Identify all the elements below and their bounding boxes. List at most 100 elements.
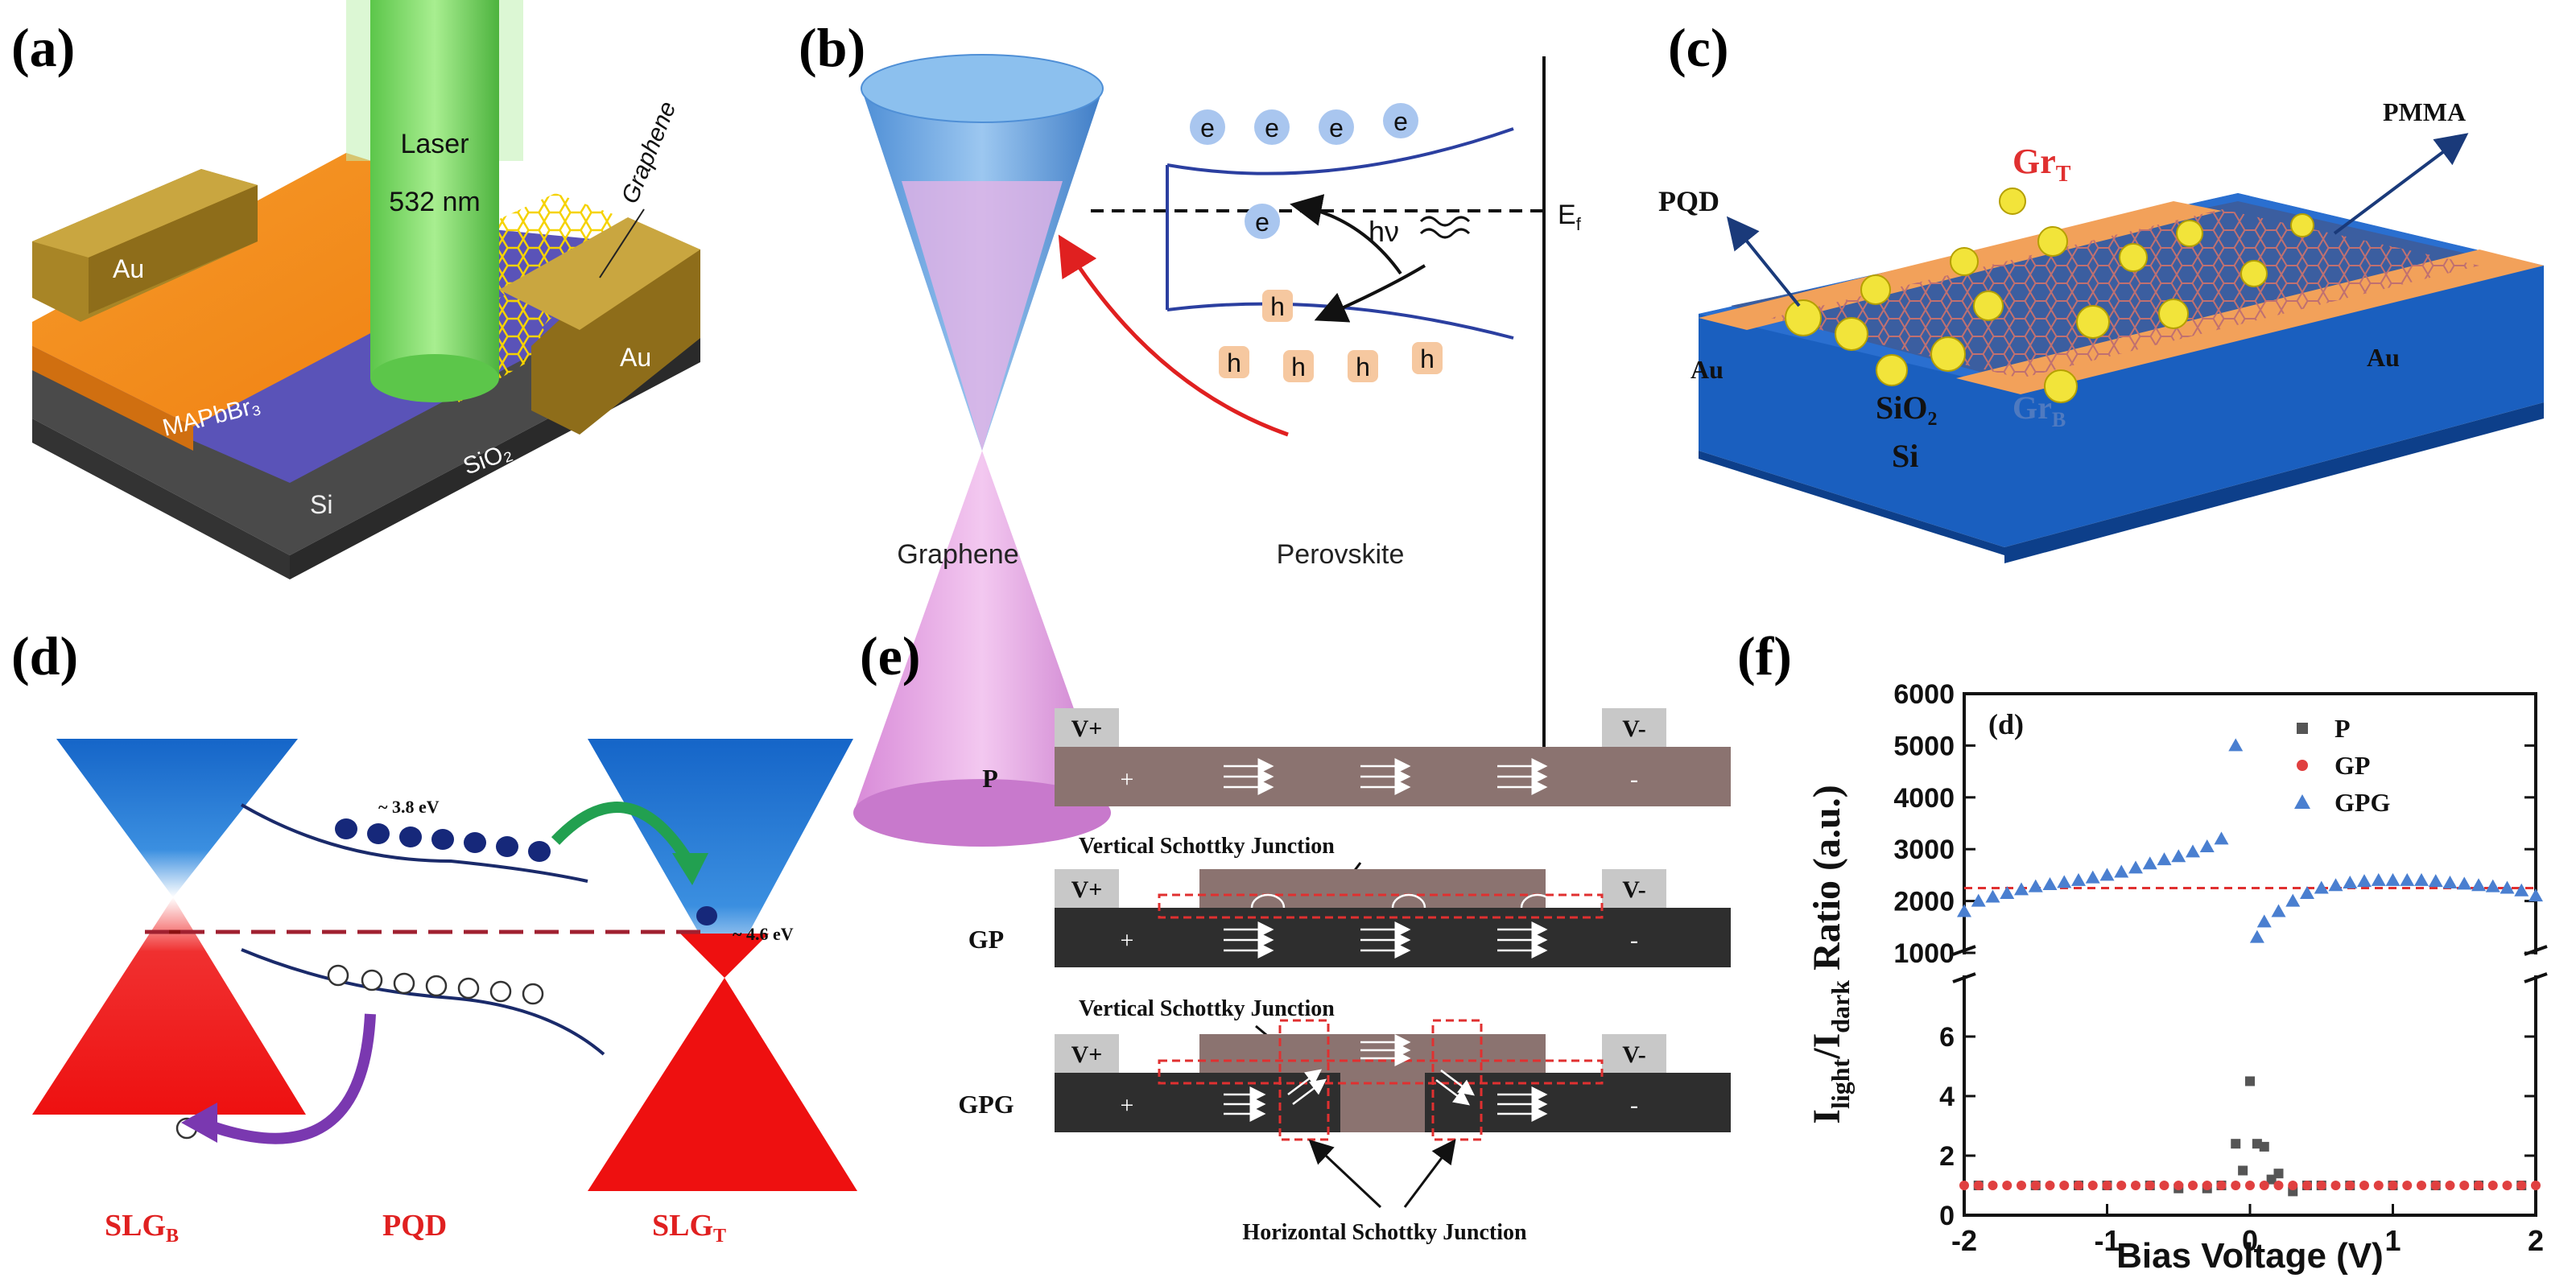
- v-minus-label: V-: [1622, 715, 1645, 742]
- data-point-gpg: [2171, 849, 2186, 863]
- v-plus-label: V+: [1071, 876, 1103, 903]
- row-gp-label: GP: [968, 925, 1004, 954]
- data-point-gpg: [2028, 879, 2043, 892]
- legend-marker: [2297, 723, 2308, 734]
- pqd-holes: [175, 964, 544, 1140]
- data-point-gp: [2474, 1181, 2483, 1190]
- electron: e: [1393, 107, 1408, 136]
- electron: e: [1265, 113, 1279, 142]
- y-tick-label: 2: [1939, 1141, 1955, 1172]
- grt-label: GrT: [2013, 142, 2071, 187]
- pqd-lumo-curve: [240, 803, 588, 883]
- data-point-gpg: [2385, 872, 2401, 886]
- data-point-gp: [2402, 1181, 2413, 1190]
- data-point-gp: [2245, 1181, 2255, 1190]
- graphene-label: Graphene: [617, 98, 682, 208]
- data-point-p: [2238, 1165, 2248, 1176]
- data-point-gp: [2345, 1181, 2355, 1190]
- data-point-gp: [2516, 1181, 2527, 1190]
- sio2-label: SiO₂: [1876, 390, 1937, 426]
- panel-c: (c) PQD GrT PMMA Au Au SiO₂ GrB Si: [1658, 17, 2544, 563]
- panel-b-label: (b): [799, 17, 865, 78]
- data-point-gp: [2017, 1181, 2026, 1190]
- hole: h: [1356, 352, 1370, 381]
- data-point-gpg: [2357, 874, 2372, 888]
- data-point-gp: [2074, 1181, 2083, 1190]
- data-point-gp: [2131, 1181, 2140, 1190]
- slgb-label: SLGB: [105, 1209, 179, 1247]
- data-point-gpg: [2057, 875, 2072, 888]
- data-point-gpg: [2328, 878, 2343, 892]
- electron: e: [1200, 113, 1215, 142]
- y-tick-label: 2000: [1893, 887, 1955, 917]
- data-point-gp: [2459, 1181, 2470, 1190]
- current-arrows: [1224, 758, 1548, 795]
- data-point-gpg: [2186, 844, 2200, 858]
- panel-f-label: (f): [1737, 625, 1792, 686]
- data-point-gp: [2302, 1181, 2312, 1190]
- x-tick-label: -2: [1951, 1224, 1977, 1257]
- data-point-gp: [2188, 1181, 2198, 1190]
- data-point-gpg: [2314, 880, 2329, 894]
- graphene-lower-cone: [853, 451, 1111, 813]
- slgt-lower-cone: [588, 978, 857, 1191]
- data-point-gp: [2445, 1181, 2455, 1190]
- legend-label: P: [2334, 714, 2351, 743]
- slgb-upper-cone: [56, 739, 298, 897]
- y-tick-label: 5000: [1893, 731, 1955, 761]
- electron: e: [1255, 208, 1269, 237]
- data-point-gpg: [2400, 872, 2415, 886]
- electron-transfer-arrow: [551, 802, 693, 864]
- row-p-label: P: [982, 764, 998, 793]
- au-left-label: Au: [113, 254, 144, 283]
- photon-wave: [1419, 216, 1471, 227]
- data-point-gpg: [2471, 878, 2486, 892]
- x-tick-label: 0: [2242, 1224, 2258, 1257]
- data-point-gpg: [2000, 885, 2015, 899]
- data-point-gp: [2045, 1181, 2055, 1190]
- data-point-gpg: [2343, 876, 2358, 889]
- data-point-gp: [2002, 1181, 2013, 1190]
- data-point-gp: [2359, 1181, 2369, 1190]
- data-point-gp: [2259, 1181, 2269, 1190]
- data-point-gpg: [2514, 883, 2529, 897]
- electron: e: [1329, 113, 1344, 142]
- v-minus-label: V-: [1622, 876, 1645, 903]
- data-point-gp: [2417, 1181, 2426, 1190]
- y-tick-label: 3000: [1893, 835, 1955, 865]
- data-point-gp: [2087, 1181, 2098, 1190]
- data-point-gp: [2116, 1181, 2127, 1190]
- legend-label: GP: [2334, 751, 2370, 780]
- panel-a-label: (a): [11, 17, 75, 78]
- hole: h: [1291, 352, 1306, 381]
- device-row-p: V+ V- + - P: [982, 708, 1731, 806]
- panel-a: (a) Laser 532 nm Graphene Au Au MAPbBr₃ …: [11, 0, 700, 579]
- minus-sign: -: [1630, 1092, 1638, 1119]
- data-point-gp: [2273, 1181, 2284, 1190]
- slgt-label: SLGT: [652, 1209, 726, 1247]
- vertical-junction-label: Vertical Schottky Junction: [1079, 834, 1335, 859]
- conduction-band: [1166, 127, 1514, 175]
- fermi-level-label: Ef: [1558, 200, 1582, 234]
- x-tick-label: 1: [2384, 1224, 2401, 1257]
- x-tick-label: -1: [2094, 1224, 2120, 1257]
- legend-label: GPG: [2334, 788, 2390, 817]
- minus-sign: -: [1630, 927, 1638, 954]
- data-point-gpg: [2214, 831, 2229, 845]
- v-plus-label: V+: [1071, 715, 1103, 742]
- photon-label: hν: [1368, 215, 1399, 248]
- panel-d: (d) ~ 3.8 eV: [11, 625, 857, 1247]
- panel-e-label: (e): [860, 625, 920, 686]
- data-point-gpg: [2300, 885, 2314, 899]
- plus-sign: +: [1121, 927, 1134, 954]
- data-point-gp: [2288, 1181, 2298, 1190]
- panel-d-label: (d): [11, 625, 78, 686]
- data-point-gpg: [2114, 864, 2129, 878]
- axis-break-mark: [1952, 945, 1976, 956]
- data-point-gpg: [2099, 868, 2115, 881]
- data-point-gpg: [2142, 856, 2157, 870]
- y-tick-label: 1000: [1893, 938, 1955, 969]
- data-point-gp: [2216, 1181, 2227, 1190]
